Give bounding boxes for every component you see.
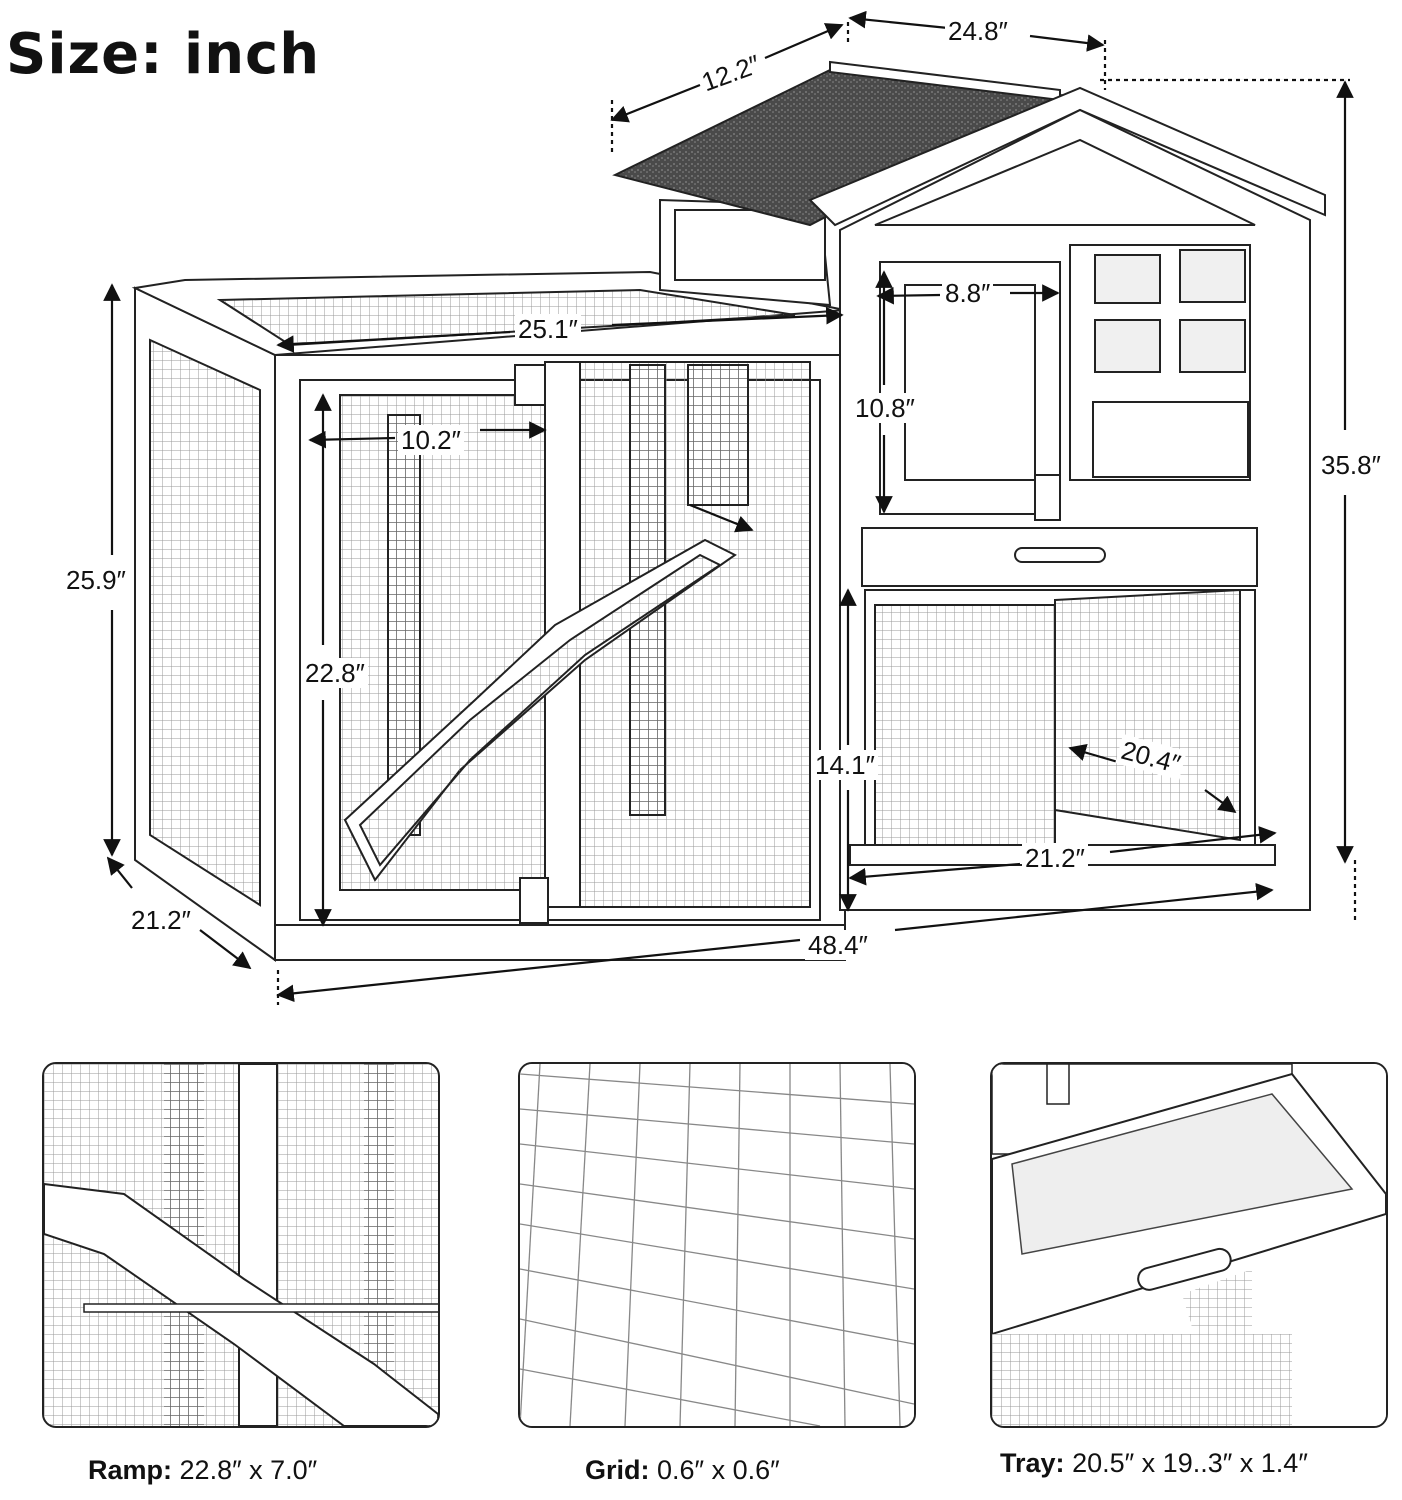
grid-caption-label: Grid:	[585, 1455, 650, 1485]
ramp-detail-panel	[42, 1062, 440, 1428]
dim-roof-width: 24.8″	[945, 16, 1011, 46]
dimension-lines	[103, 10, 1357, 1005]
dim-total-length: 48.4″	[805, 930, 871, 960]
dim-run-length: 25.1″	[515, 314, 581, 344]
dim-left-door-width: 10.2″	[398, 425, 464, 455]
tray-caption-label: Tray:	[1000, 1448, 1065, 1478]
dim-upper-door-width: 8.8″	[942, 278, 994, 308]
dim-side-depth: 21.2″	[128, 905, 194, 935]
rabbit-hutch-drawing	[103, 10, 1357, 1005]
grid-detail-drawing	[520, 1064, 914, 1426]
dim-run-height: 25.9″	[63, 565, 129, 595]
dim-lower-width: 21.2″	[1022, 843, 1088, 873]
size-unit-heading: Size: inch	[6, 22, 321, 87]
grid-caption-value: 0.6″ x 0.6″	[657, 1455, 780, 1485]
dim-lower-height: 14.1″	[812, 750, 878, 780]
dim-upper-door-height: 10.8″	[852, 393, 918, 423]
ramp-caption: Ramp: 22.8″ x 7.0″	[88, 1455, 317, 1486]
grid-caption: Grid: 0.6″ x 0.6″	[585, 1455, 780, 1486]
ramp-caption-value: 22.8″ x 7.0″	[179, 1455, 318, 1485]
dim-total-height: 35.8″	[1318, 450, 1384, 480]
ramp-detail-drawing	[44, 1064, 438, 1426]
run-enclosure	[131, 270, 846, 962]
tray-caption: Tray: 20.5″ x 19..3″ x 1.4″	[1000, 1448, 1308, 1479]
ramp-caption-label: Ramp:	[88, 1455, 173, 1485]
tray-detail-drawing	[992, 1064, 1386, 1426]
tray-caption-value: 20.5″ x 19..3″ x 1.4″	[1072, 1448, 1308, 1478]
dim-left-door-height: 22.8″	[302, 658, 368, 688]
tray-detail-panel	[990, 1062, 1388, 1428]
grid-detail-panel	[518, 1062, 916, 1428]
